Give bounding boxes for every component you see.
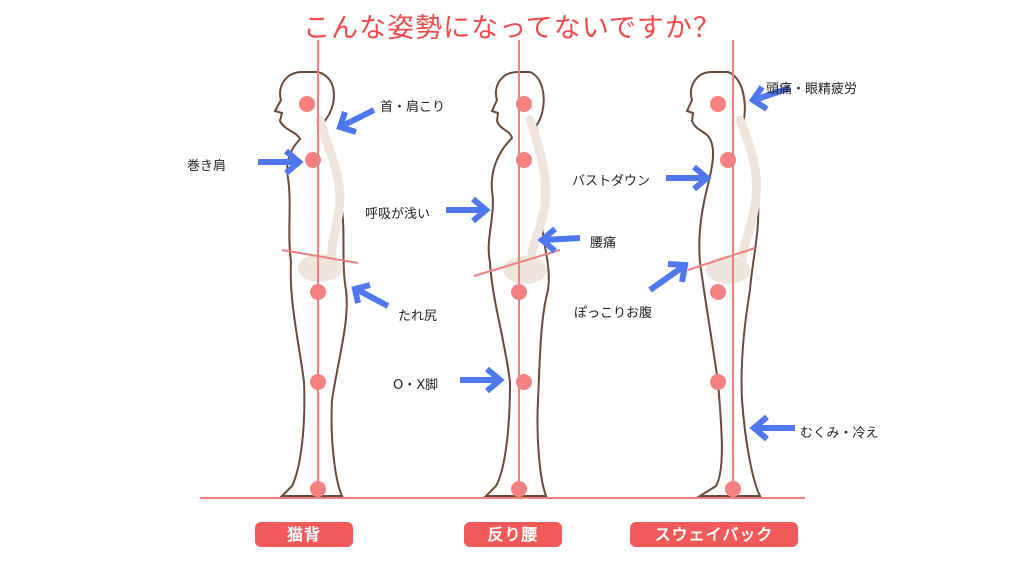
spine [315,115,345,267]
figure-swayback [685,40,762,498]
spine [735,115,762,267]
landmark-dot [710,284,726,300]
landmark-dot [305,152,321,168]
landmark-dot [516,374,532,390]
landmark-dot [710,374,726,390]
symptom-label: 呼吸が浅い [365,207,431,222]
arrow-icon [336,107,376,135]
landmark-dot [516,96,532,112]
symptom-label: 頭痛・眼精疲労 [766,82,858,97]
symptom-label: O・X脚 [393,378,439,393]
landmark-dot [516,152,532,168]
posture-label-cat-back: 猫背 [255,522,353,547]
figure-cat-back [273,40,359,498]
landmark-dot [511,284,527,300]
arrow-icon [749,414,795,442]
arrow-icon [748,85,791,112]
posture-label-swayback: スウェイバック [630,522,798,547]
pelvic-line [281,249,359,264]
pelvis [298,254,342,282]
arrow-icon [460,366,505,394]
figure-swayed-back [473,40,561,498]
arrow-icon [258,148,304,176]
arrow-icon [351,282,390,309]
posture-label-swayed-back: 反り腰 [464,522,562,547]
pelvic-line [473,249,561,277]
landmark-dot [720,152,736,168]
symptom-label: 首・肩こり [380,100,446,115]
landmark-dot [725,481,741,497]
landmark-dot [299,96,315,112]
spine [525,115,551,267]
page-title: こんな姿勢になってないですか？ [303,13,721,44]
arrow-icon [648,261,689,293]
symptom-label: たれ尻 [398,309,438,324]
body-outline [273,71,348,497]
landmark-dot [710,96,726,112]
arrow-icon [446,196,491,224]
symptom-label: バストダウン [572,174,651,189]
landmark-dot [310,284,326,300]
symptom-label: ぽっこりお腹 [574,306,653,321]
pelvis [706,256,750,284]
symptom-label: 腰痛 [590,236,617,251]
symptom-label: むくみ・冷え [800,426,879,441]
landmark-dot [310,374,326,390]
landmark-dot [310,481,326,497]
arrow-icon [537,226,581,254]
symptom-label: 巻き肩 [187,159,227,174]
arrow-icon [666,164,712,192]
landmark-dot [511,481,527,497]
pelvic-line [687,247,756,271]
